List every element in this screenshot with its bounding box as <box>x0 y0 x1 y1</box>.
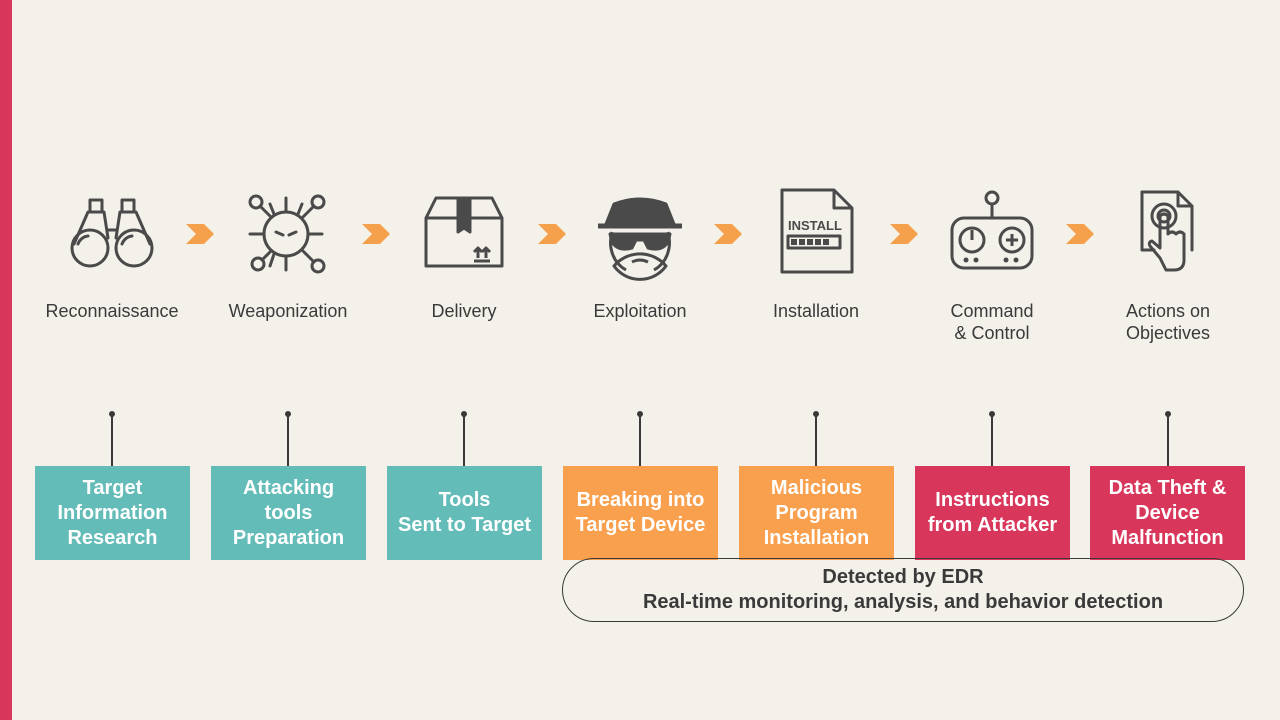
stage-box-weaponization: Attacking tools Preparation <box>211 466 366 560</box>
left-accent-bar <box>0 0 12 720</box>
connector-line <box>463 414 465 466</box>
stage-box-actions-on-objectives: Data Theft & Device Malfunction <box>1090 466 1245 560</box>
remote-controller-icon <box>944 186 1040 282</box>
stage-box-exploitation: Breaking into Target Device <box>563 466 718 560</box>
stage-label-reconnaissance: Reconnaissance <box>45 301 179 321</box>
chevron-right-icon <box>890 224 918 244</box>
chevron-right-icon <box>538 224 566 244</box>
stage-box-delivery: Tools Sent to Target <box>387 466 542 560</box>
stage-box-command-control: Instructions from Attacker <box>915 466 1070 560</box>
chevron-right-icon <box>1066 224 1094 244</box>
install-icon-text: INSTALL <box>788 218 842 233</box>
stage-label-installation: Installation <box>772 301 860 321</box>
connector-line <box>991 414 993 466</box>
package-box-icon <box>416 186 512 282</box>
connector-line <box>111 414 113 466</box>
chevron-right-icon <box>186 224 214 244</box>
connector-line <box>1167 414 1169 466</box>
stage-label-weaponization: Weaponization <box>228 301 348 321</box>
connector-line <box>815 414 817 466</box>
connector-line <box>639 414 641 466</box>
install-document-icon: INSTALL <box>768 186 864 282</box>
virus-icon <box>240 186 336 282</box>
stage-label-exploitation: Exploitation <box>593 301 687 321</box>
binoculars-icon <box>64 186 160 282</box>
edr-title: Detected by EDR <box>822 566 984 588</box>
touch-document-icon <box>1120 186 1216 282</box>
chevron-right-icon <box>714 224 742 244</box>
edr-detection-banner: Detected by EDR Real-time monitoring, an… <box>562 558 1244 622</box>
stage-label-command-control: Command & Control <box>950 301 1034 343</box>
connector-line <box>287 414 289 466</box>
stage-label-delivery: Delivery <box>431 301 497 321</box>
edr-subtitle: Real-time monitoring, analysis, and beha… <box>642 591 1164 613</box>
stage-box-installation: Malicious Program Installation <box>739 466 894 560</box>
stage-box-reconnaissance: Target Information Research <box>35 466 190 560</box>
hacker-spy-icon <box>592 186 688 282</box>
chevron-right-icon <box>362 224 390 244</box>
stage-label-actions-on-objectives: Actions on Objectives <box>1125 301 1211 343</box>
